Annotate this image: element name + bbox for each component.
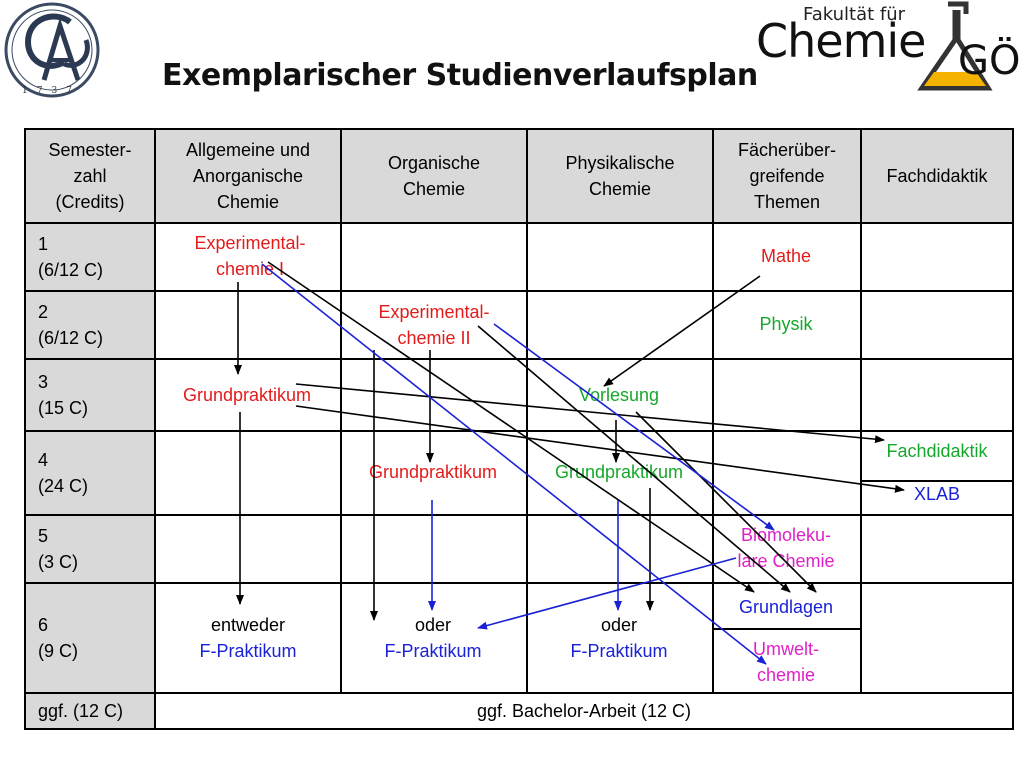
faculty-label: Fakultät für [803, 4, 906, 25]
cell-empty [712, 430, 862, 516]
page-title: Exemplarischer Studienverlaufsplan [162, 58, 758, 93]
semester-cell: 3(15 C) [24, 358, 156, 432]
faculty-go-wordmark: GÖ [958, 38, 1021, 84]
cell-empty [712, 358, 862, 432]
cell-empty [860, 582, 1014, 694]
grundpraktikum-oc-label: Grundpraktikum [368, 462, 498, 482]
cell-empty [860, 358, 1014, 432]
cell-empty [154, 290, 342, 360]
bachelor-arbeit-cell: ggf. Bachelor-Arbeit (12 C) [154, 692, 1014, 730]
semester-cell: 6(9 C) [24, 582, 156, 694]
seal-year: 1737 [22, 86, 81, 96]
vorlesung-label: Vorlesung [578, 385, 660, 405]
semester-cell: ggf. (12 C) [24, 692, 156, 730]
cell-empty [526, 514, 714, 584]
cell-empty [154, 514, 342, 584]
umweltchemie-label: Umwelt-chemie [753, 639, 819, 685]
xlab-label: XLAB [913, 484, 961, 504]
table-row: 5(3 C) [24, 514, 1014, 584]
physik-label: Physik [759, 314, 813, 334]
semester-cell: 2(6/12 C) [24, 290, 156, 360]
cell-empty [860, 222, 1014, 292]
experimentalchemie-2-label: Experimental-chemie II [378, 302, 490, 348]
experimentalchemie-1-label: Experimental-chemie I [194, 233, 306, 279]
cell-empty [340, 222, 528, 292]
mathe-label: Mathe [760, 246, 812, 266]
cell-empty [154, 430, 342, 516]
table-row: ggf. (12 C) ggf. Bachelor-Arbeit (12 C) [24, 692, 1014, 730]
header-semester: Semester-zahl(Credits) [24, 128, 156, 224]
header-fachdidaktik: Fachdidaktik [860, 128, 1014, 224]
biomolekulare-chemie-label: Biomoleku-lare Chemie [737, 525, 835, 571]
grundlagen-label: Grundlagen [738, 597, 834, 617]
semester-cell: 5(3 C) [24, 514, 156, 584]
cell-empty [860, 290, 1014, 360]
grundpraktikum-ac-label: Grundpraktikum [182, 385, 312, 405]
cell-empty [526, 222, 714, 292]
cell-empty [526, 290, 714, 360]
cell-empty [712, 222, 862, 292]
flask-logo-icon [917, 1, 993, 91]
grundpraktikum-pc-label: Grundpraktikum [554, 462, 684, 482]
semester-cell: 1(6/12 C) [24, 222, 156, 292]
semester-cell: 4(24 C) [24, 430, 156, 516]
cell-empty [860, 514, 1014, 584]
cell-empty [340, 358, 528, 432]
faculty-chemie-wordmark: Chemie [756, 14, 926, 68]
university-seal-logo [4, 2, 100, 98]
fachdidaktik-label: Fachdidaktik [886, 441, 988, 461]
cell-empty [340, 514, 528, 584]
